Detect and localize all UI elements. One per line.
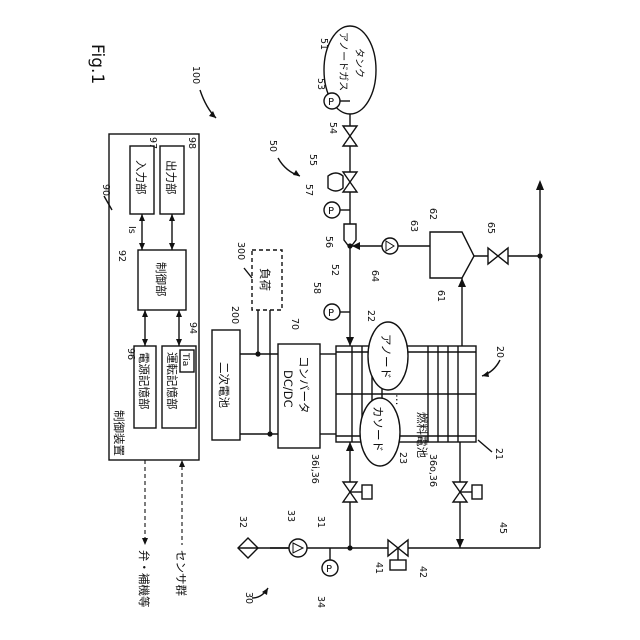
- controller-label: 制御装置: [112, 410, 126, 456]
- dcdc-label-2: コンバータ: [297, 356, 311, 414]
- inlet-valve-36i-actuator: [362, 485, 372, 499]
- sensor-57-ref: 57: [303, 184, 314, 196]
- control-unit-label: 制御部: [154, 262, 168, 297]
- fuel-cell-ref-arrow: [482, 371, 489, 377]
- dcdc-label-1: DC/DC: [281, 370, 295, 408]
- compressor-33-ref: 33: [285, 510, 296, 522]
- injector-56-ref: 56: [323, 236, 334, 248]
- fuel-cell-dots: …: [393, 394, 407, 406]
- pipe-61-ref: 61: [435, 290, 446, 302]
- fuel-cell-ref: 20: [494, 346, 505, 358]
- bypass-valve-42-actuator: [390, 560, 406, 570]
- pump-64-ref: 64: [369, 270, 380, 282]
- sensor-57-symbol: P: [328, 206, 334, 217]
- secondary-battery-label: 二次電池: [217, 362, 231, 408]
- fuel-cell-ref-leader: [482, 360, 500, 376]
- shutoff-valve-54: [343, 126, 357, 146]
- system-ref-arrow: [209, 111, 216, 118]
- power-storage-label: 電源記憶部: [137, 352, 151, 410]
- pipe-52-ref: 52: [329, 264, 340, 276]
- pipe-31-ref: 31: [315, 516, 326, 528]
- cathode-exhaust-arrow: [456, 539, 464, 548]
- sensor-53-symbol: P: [328, 97, 334, 108]
- regulator-55-ref: 55: [307, 154, 318, 166]
- output-unit-ref: 98: [186, 137, 197, 149]
- operation-storage-label: 運転記憶部: [165, 352, 179, 410]
- anode-tank-label-2: タンク: [353, 48, 365, 78]
- valve-36i-ref: 36i,36: [309, 454, 320, 484]
- sensor-58-ref: 58: [311, 282, 322, 294]
- sensor-34-symbol: P: [326, 564, 332, 575]
- stack-ref: 21: [493, 448, 504, 460]
- secondary-battery-ref: 200: [229, 306, 240, 324]
- valve-54-ref: 54: [327, 122, 338, 134]
- pipe-45-ref: 45: [497, 522, 508, 534]
- cathode-in-arrow: [346, 442, 354, 451]
- pipe-63-ref: 63: [408, 220, 419, 232]
- fuel-cell-label: 燃料電池: [415, 412, 429, 458]
- outlet-valve-36o-actuator: [472, 485, 482, 499]
- system-ref-label: 100: [190, 66, 201, 84]
- pipe-41-ref: 41: [373, 562, 384, 574]
- anode-tank-ref: 51: [318, 38, 329, 50]
- separator-62-ref: 62: [427, 208, 438, 220]
- anode-exhaust-arrow: [458, 278, 466, 287]
- operation-storage-ref: 94: [187, 322, 198, 334]
- sensor-53-ref: 53: [315, 78, 326, 90]
- junction-bypass: [347, 545, 352, 550]
- regulator-55: [343, 172, 357, 192]
- valve-36o-ref: 36o,36: [427, 454, 438, 487]
- valves-aux-label: 弁・補機等: [137, 550, 151, 608]
- anode-ref: 22: [365, 310, 376, 322]
- input-unit-label: 入力部: [134, 160, 148, 195]
- valve-65-ref: 65: [485, 222, 496, 234]
- sensor-58-symbol: P: [328, 308, 334, 319]
- regulator-55-actuator: [328, 173, 343, 191]
- control-unit-ref: 92: [116, 250, 127, 262]
- controller-ref: 90: [100, 184, 111, 196]
- cathode-ref: 23: [397, 452, 408, 464]
- junction-2: [267, 431, 272, 436]
- load-ref-leader: [244, 268, 252, 278]
- valve-42-ref: 42: [417, 566, 428, 578]
- input-unit-ref: 97: [147, 137, 158, 149]
- gas-liquid-separator-62: [430, 232, 474, 278]
- anode-supply-arrow: [346, 337, 354, 346]
- output-unit-label: 出力部: [164, 160, 178, 195]
- sensor-34-ref: 34: [315, 596, 326, 608]
- dcdc-ref: 70: [289, 318, 300, 330]
- arrow-sensors: [179, 460, 185, 467]
- load-ref: 300: [235, 242, 246, 260]
- junction-circulation: [347, 243, 352, 248]
- arrow-valves: [142, 538, 148, 545]
- anode-system-ref: 50: [267, 140, 278, 152]
- anode-tank-label-1: アノードガス: [337, 32, 349, 91]
- anode-label: アノード: [379, 334, 393, 379]
- signal-is-label: Is: [126, 226, 137, 234]
- power-storage-ref: 96: [125, 348, 136, 360]
- drain-valve-65: [488, 248, 508, 264]
- figure-title: Fig.1: [87, 44, 107, 84]
- filter-32-ref: 32: [237, 516, 248, 528]
- load-label: 負荷: [258, 268, 272, 291]
- exhaust-out-arrow: [536, 180, 544, 190]
- stack-ref-leader: [478, 440, 492, 452]
- tia-label: Tia: [180, 352, 190, 366]
- sensors-label: センサ群: [174, 550, 188, 596]
- junction-1: [255, 351, 260, 356]
- cathode-label: カソード: [371, 406, 385, 452]
